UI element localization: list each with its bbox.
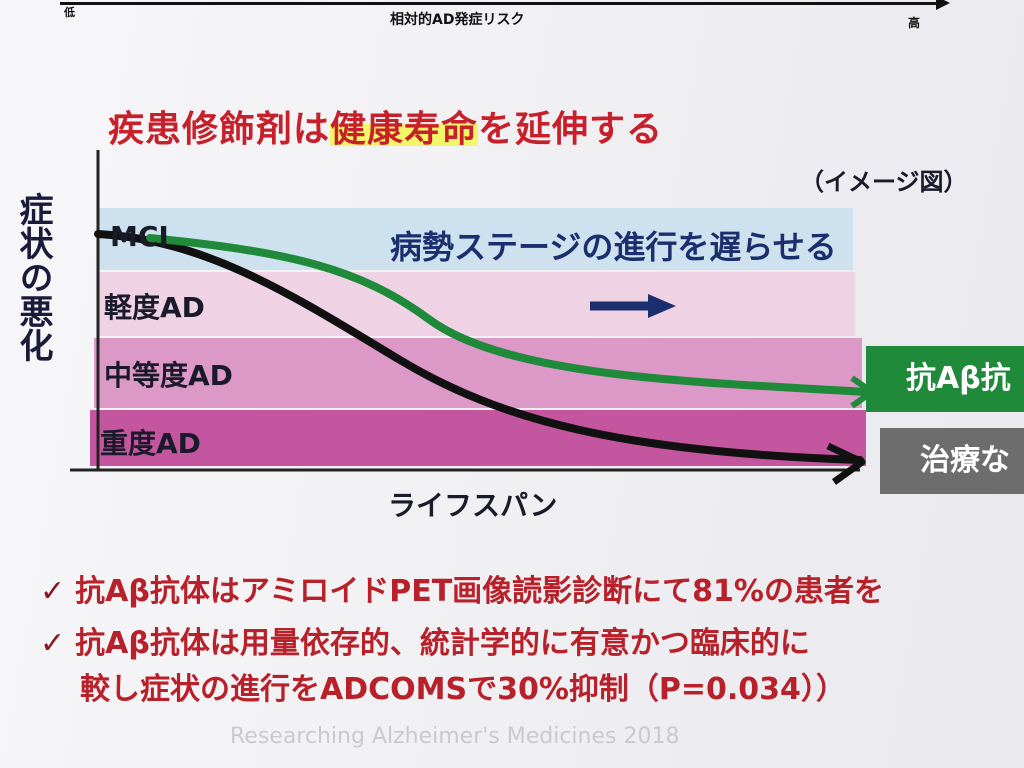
background-faded-text: Researching Alzheimer's Medicines 2018 (230, 724, 680, 749)
treated-tag: 抗Aβ抗 (866, 346, 1024, 412)
bullet-2-continued: 較し症状の進行をADCOMSで30%抑制（P=0.034）） (80, 664, 846, 708)
y-axis-label: 症状の悪化 (13, 192, 53, 362)
right-arrow-head-icon (648, 294, 676, 318)
bullet-3-text: 較し症状の進行をADCOMSで30%抑制（P=0.034）） (80, 672, 846, 707)
band-label-severe-ad: 重度AD (100, 427, 201, 460)
stage-delay-text: 病勢ステージの進行を遅らせる (390, 228, 837, 266)
band-label-mild-ad: 軽度AD (104, 291, 205, 324)
untreated-tag: 治療な (880, 428, 1024, 494)
title-plain: 疾患修飾剤は (108, 109, 331, 150)
risk-axis-line (60, 2, 940, 5)
title-rest: を延伸する (478, 109, 664, 150)
band-mild-ad (98, 272, 855, 336)
checkmark-icon: ✓ (40, 626, 66, 661)
x-axis-label: ライフスパン (388, 489, 558, 522)
bullet-2-text: 抗Aβ抗体は用量依存的、統計学的に有意かつ臨床的に (75, 626, 810, 661)
bullet-2: ✓ 抗Aβ抗体は用量依存的、統計学的に有意かつ臨床的に (40, 618, 810, 662)
bullet-1-text: 抗Aβ抗体はアミロイドPET画像読影診断にて81%の患者を (75, 574, 884, 609)
treated-progression-curve (146, 234, 870, 396)
risk-axis-title: 相対的AD発症リスク (390, 12, 525, 28)
risk-axis-low-label: 低 (64, 6, 75, 19)
band-label-mci: MCI (110, 220, 169, 253)
title-highlight: 健康寿命 (330, 109, 479, 150)
bullet-1: ✓ 抗Aβ抗体はアミロイドPET画像読影診断にて81%の患者を (40, 566, 884, 610)
untreated-curve-arrowhead-icon (826, 442, 866, 485)
risk-axis-arrow-icon (936, 0, 950, 10)
risk-axis-high-label: 高 (908, 16, 921, 30)
checkmark-icon: ✓ (40, 574, 66, 609)
untreated-progression-curve (94, 230, 864, 464)
risk-axis: 低 相対的AD発症リスク 高 (60, 0, 950, 38)
image-label: （イメージ図） (800, 168, 968, 196)
treated-tag-label: 抗Aβ抗 (906, 361, 1011, 396)
slide-title: 疾患修飾剤は健康寿命を延伸する (108, 100, 663, 152)
untreated-tag-label: 治療な (920, 443, 1010, 478)
band-label-moderate-ad: 中等度AD (104, 359, 233, 392)
